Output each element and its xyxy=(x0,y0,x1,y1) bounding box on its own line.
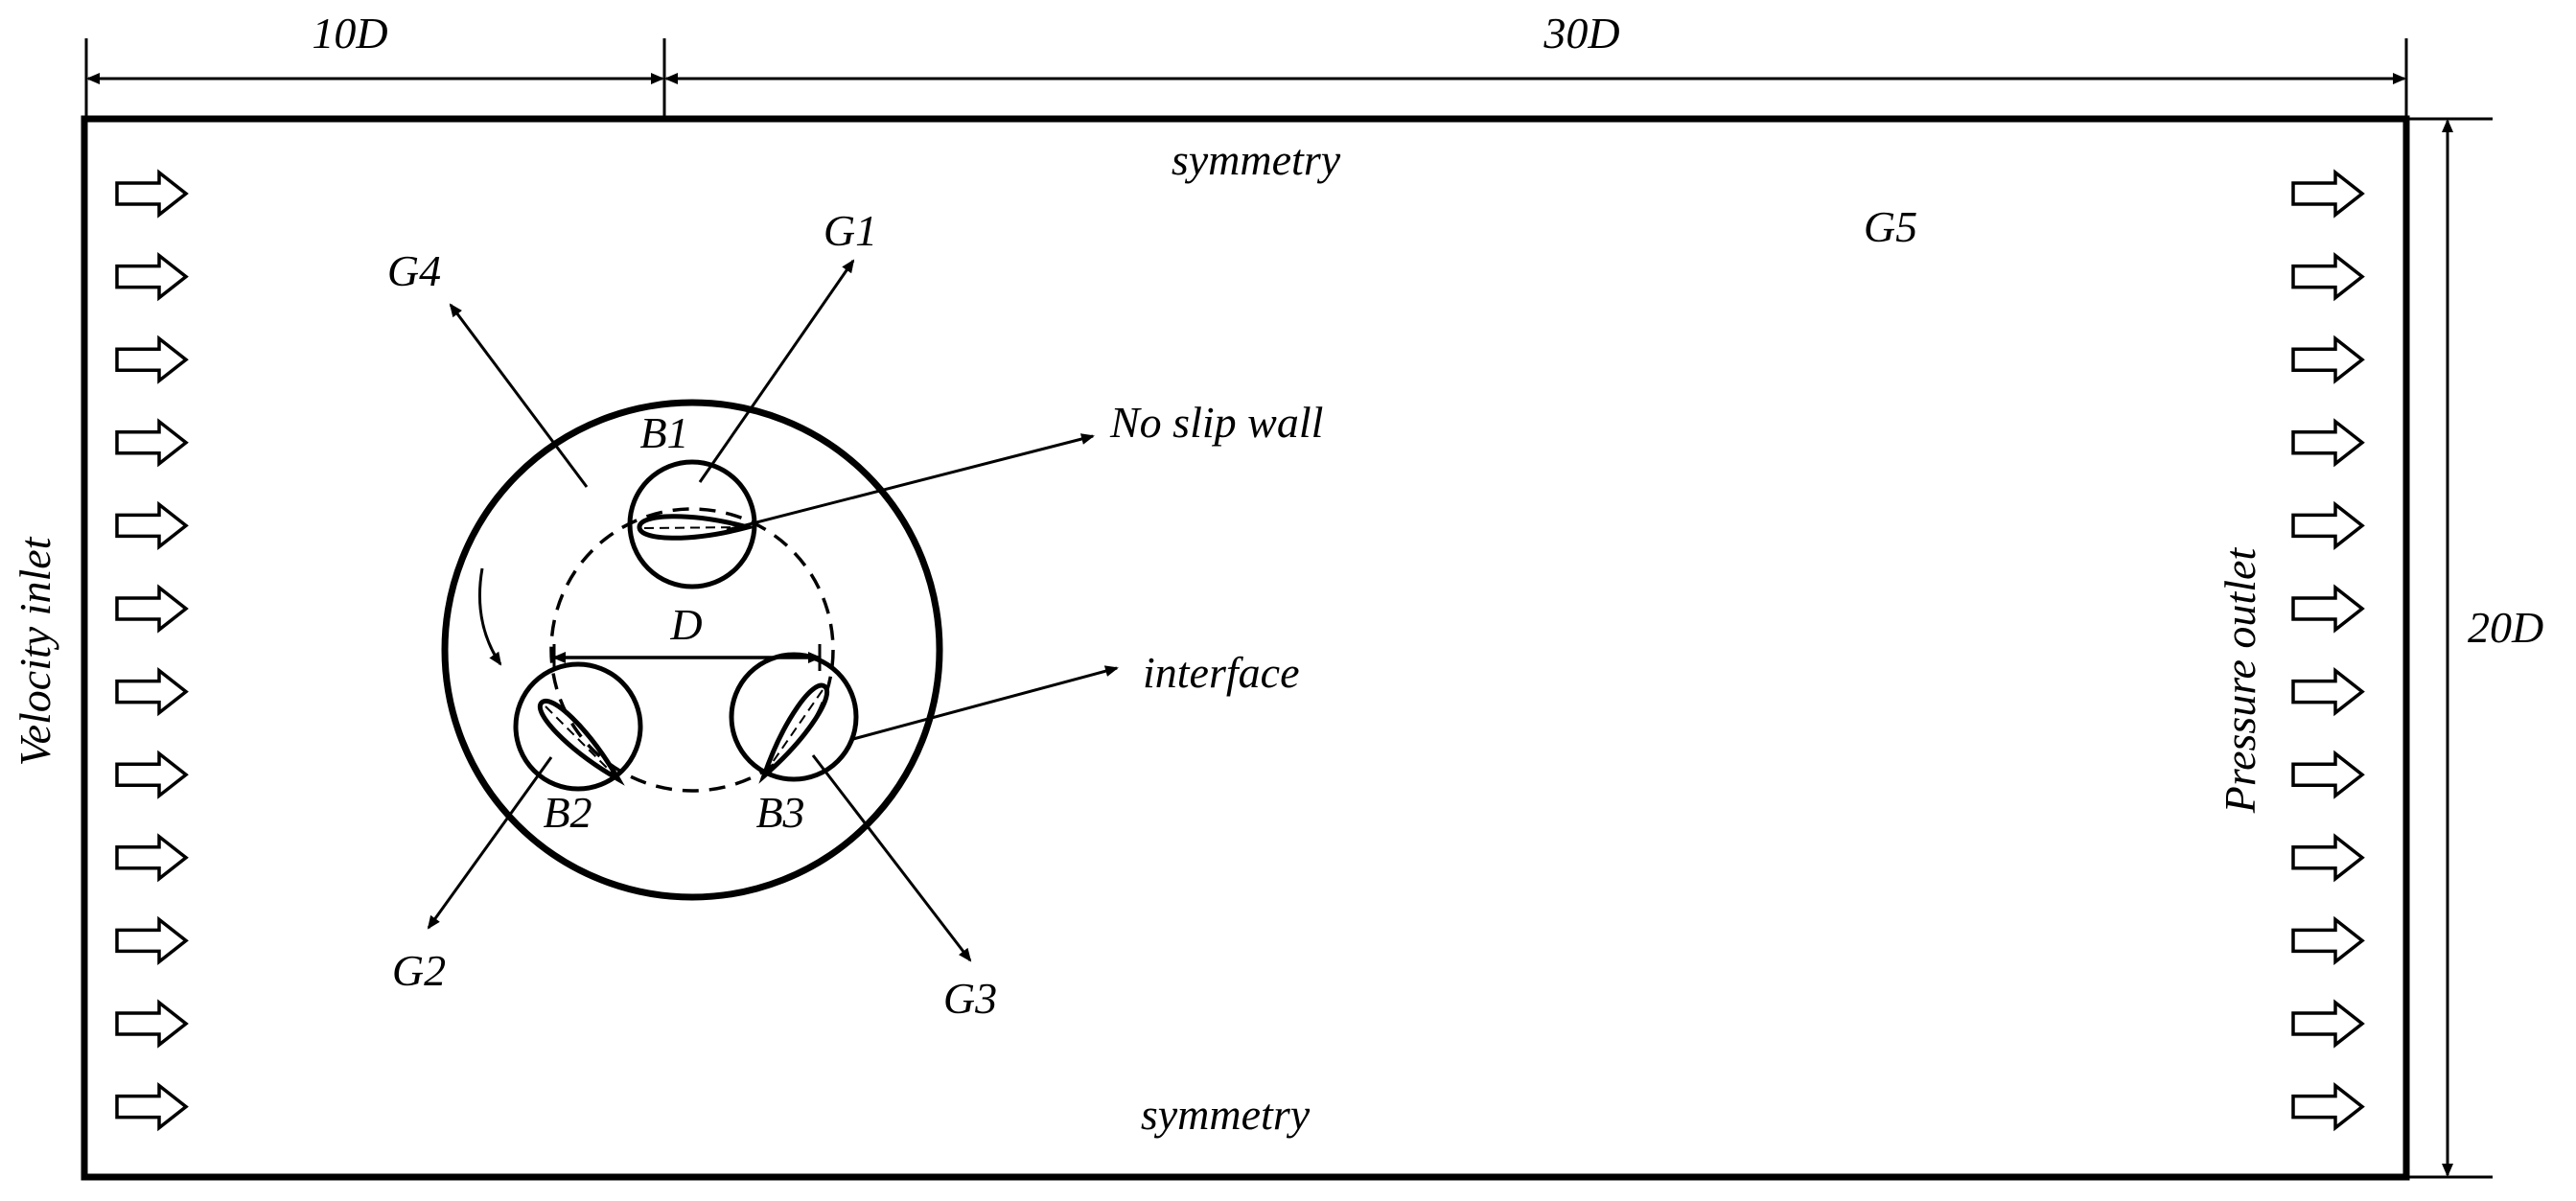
leader-g1 xyxy=(698,259,855,483)
blade-b3-airfoil xyxy=(758,682,830,784)
leader-g2 xyxy=(427,756,553,930)
top-dimension: 10D 30D xyxy=(84,9,2408,117)
leader-g3 xyxy=(811,754,972,962)
rotor-path-circle xyxy=(549,507,835,793)
blade-zone-g2 xyxy=(513,661,643,792)
inlet-flow-arrow xyxy=(115,666,189,717)
outlet-flow-arrow xyxy=(2291,500,2365,551)
bottom-boundary-label: symmetry xyxy=(1141,1090,1311,1139)
inlet-flow-arrows xyxy=(115,169,189,1132)
inlet-length-label: 10D xyxy=(312,9,387,58)
outlet-flow-arrow xyxy=(2291,169,2365,219)
region-g3-label: G3 xyxy=(943,974,997,1023)
outlet-flow-arrow xyxy=(2291,251,2365,302)
rotation-direction-arrow xyxy=(477,567,502,666)
outlet-flow-arrow xyxy=(2291,750,2365,799)
outlet-flow-arrow xyxy=(2291,1081,2365,1132)
inlet-flow-arrow xyxy=(115,335,189,384)
region-g4-label: G4 xyxy=(387,246,441,295)
blade-b1-label: B1 xyxy=(639,408,688,457)
wall-callout-label: No slip wall xyxy=(1109,398,1323,447)
outlet-length-label: 30D xyxy=(1543,9,1619,58)
leader-wall xyxy=(726,433,1095,532)
inlet-boundary-label: Velocity inlet xyxy=(11,536,59,766)
outlet-flow-arrow xyxy=(2291,915,2365,966)
outlet-flow-arrow xyxy=(2291,833,2365,883)
inlet-flow-arrow xyxy=(115,418,189,468)
leader-g4 xyxy=(449,303,589,488)
outlet-flow-arrows xyxy=(2291,169,2365,1132)
region-g2-label: G2 xyxy=(392,946,446,995)
outlet-flow-arrow xyxy=(2291,584,2365,634)
blade-spacing-label: D xyxy=(669,600,702,649)
top-boundary-label: symmetry xyxy=(1172,135,1341,184)
height-dimension: 20D xyxy=(2408,117,2543,1179)
inlet-flow-arrow xyxy=(115,1081,189,1132)
leader-interface xyxy=(852,665,1119,741)
outlet-flow-arrow xyxy=(2291,666,2365,717)
inlet-flow-arrow xyxy=(115,999,189,1049)
region-g1-label: G1 xyxy=(824,206,877,255)
outlet-flow-arrow xyxy=(2291,999,2365,1049)
blade-b2-label: B2 xyxy=(543,788,592,837)
inlet-flow-arrow xyxy=(115,584,189,634)
height-label: 20D xyxy=(2468,603,2543,652)
inlet-flow-arrow xyxy=(115,833,189,883)
inlet-flow-arrow xyxy=(115,169,189,219)
inlet-flow-arrow xyxy=(115,500,189,551)
blade-b1-airfoil xyxy=(637,514,757,541)
region-g5-label: G5 xyxy=(1864,202,1917,251)
outlet-flow-arrow xyxy=(2291,418,2365,468)
outlet-boundary-label: Pressure outlet xyxy=(2216,547,2264,815)
domain-boundary xyxy=(81,115,2410,1181)
inlet-flow-arrow xyxy=(115,251,189,302)
inlet-flow-arrow xyxy=(115,750,189,799)
blade-b2-airfoil xyxy=(537,698,625,786)
blade-b3-label: B3 xyxy=(755,788,804,837)
outlet-flow-arrow xyxy=(2291,335,2365,384)
rotating-zone-circle xyxy=(441,399,943,901)
inlet-flow-arrow xyxy=(115,915,189,966)
interface-callout-label: interface xyxy=(1143,648,1300,697)
